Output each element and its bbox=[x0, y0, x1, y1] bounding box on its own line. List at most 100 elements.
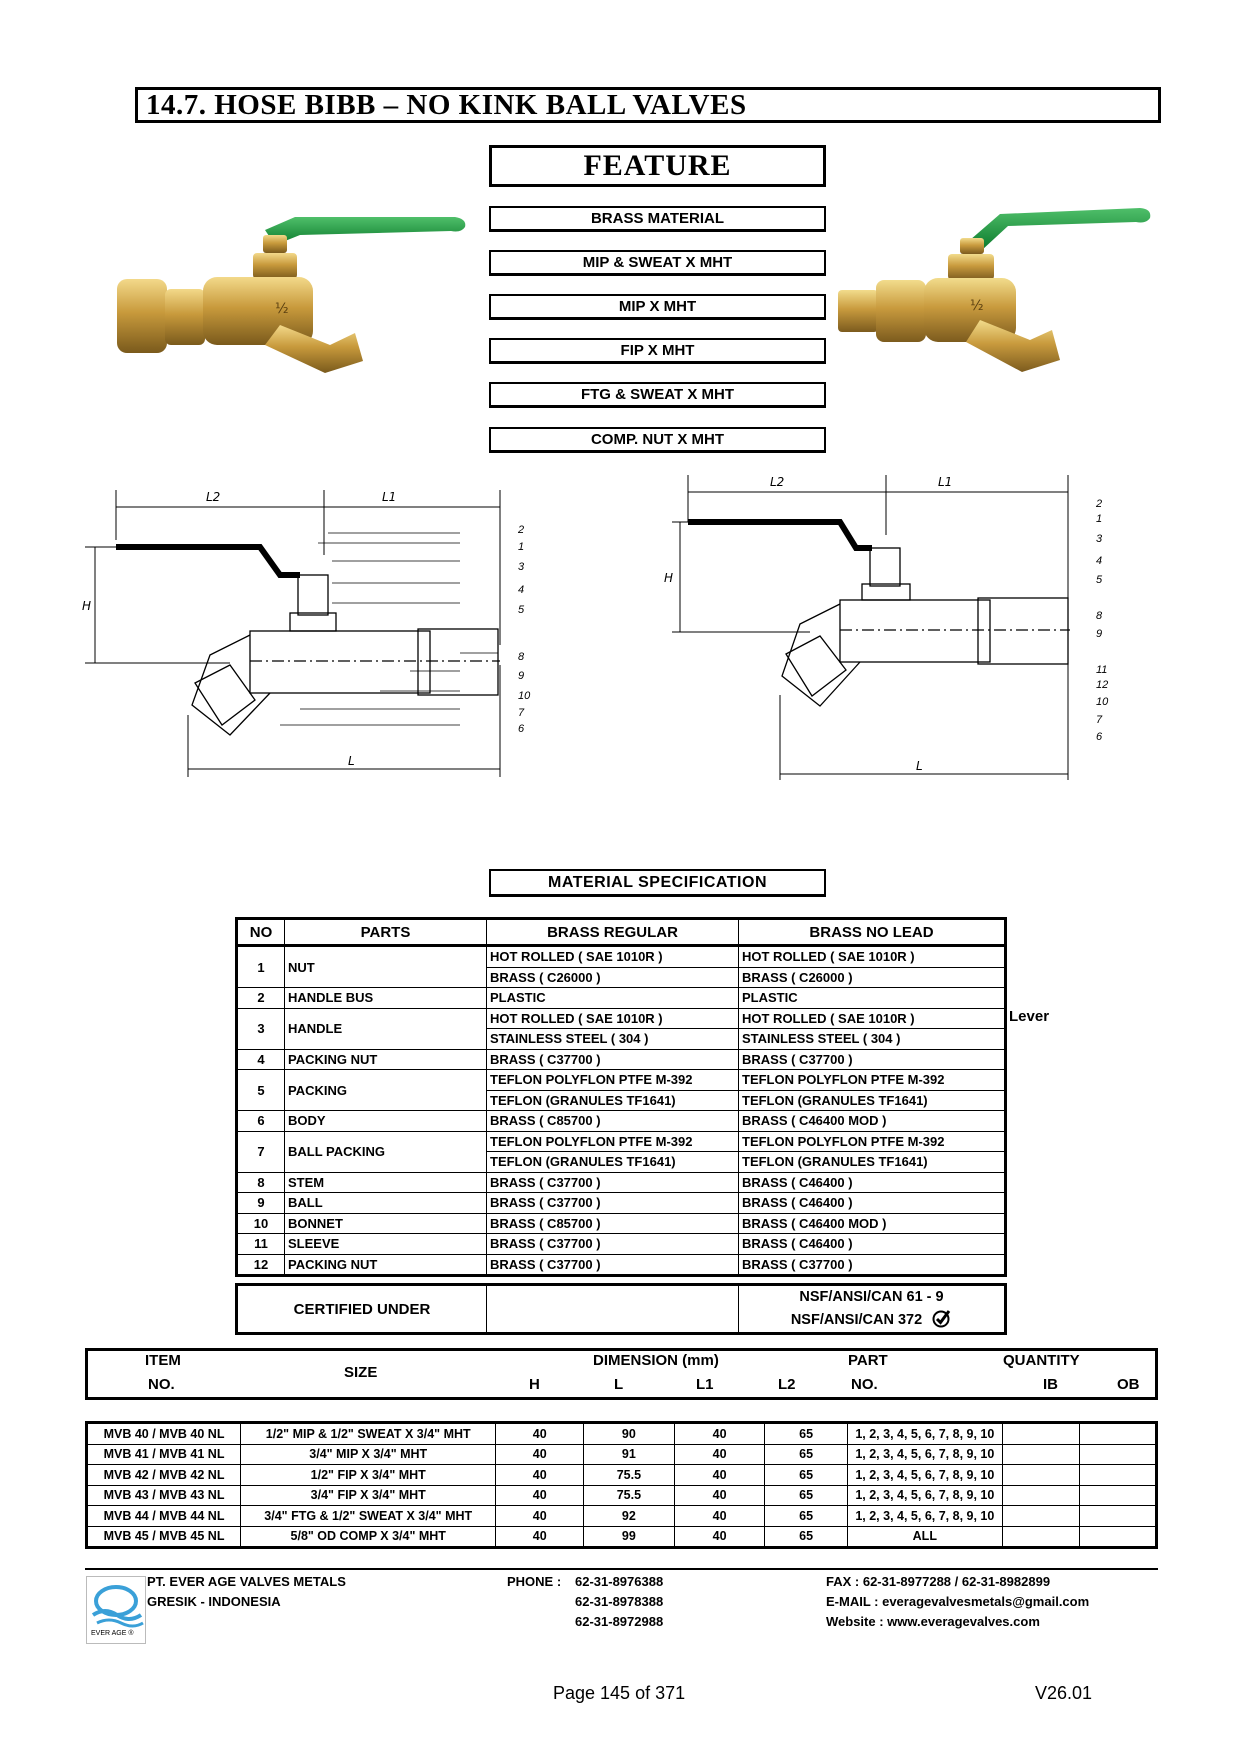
dim-label-l1: L1 bbox=[382, 490, 396, 504]
callout-number: 8 bbox=[518, 651, 525, 663]
callout-number: 10 bbox=[1096, 696, 1109, 708]
website-link[interactable]: Website : www.everagevalves.com bbox=[826, 1614, 1040, 1629]
certification-table: CERTIFIED UNDER NSF/ANSI/CAN 61 - 9 NSF/… bbox=[235, 1283, 1007, 1335]
header-ib: IB bbox=[1043, 1376, 1058, 1393]
page-title: 14.7. HOSE BIBB – NO KINK BALL VALVES bbox=[135, 87, 1161, 123]
dim-label-l: L bbox=[916, 759, 923, 773]
phone-list: 62-31-8976388 62-31-8978388 62-31-897298… bbox=[575, 1572, 663, 1632]
callout-number: 5 bbox=[1096, 574, 1103, 586]
callout-number: 7 bbox=[518, 707, 525, 719]
header-h: H bbox=[529, 1376, 540, 1393]
callout-number: 1 bbox=[1096, 513, 1103, 525]
header-l2: L2 bbox=[778, 1376, 796, 1393]
dim-label-l1: L1 bbox=[938, 475, 952, 489]
technical-drawing-right: L2 L1 H L bbox=[664, 475, 1070, 780]
header-part: PART bbox=[848, 1352, 888, 1369]
valve-photo-mip: ½ bbox=[838, 208, 1151, 372]
callout-number: 4 bbox=[1096, 555, 1103, 567]
dim-label-h: H bbox=[664, 571, 673, 585]
callout-number: 3 bbox=[1096, 533, 1103, 545]
column-header: BRASS NO LEAD bbox=[738, 918, 1006, 947]
phone-number: 62-31-8976388 bbox=[575, 1574, 664, 1589]
handle-side-note: Lever bbox=[1009, 1008, 1050, 1025]
callout-number: 12 bbox=[1096, 679, 1109, 691]
logo-text: EVER AGE ® bbox=[91, 1630, 134, 1637]
header-l1: L1 bbox=[696, 1376, 714, 1393]
callout-number: 3 bbox=[518, 561, 525, 573]
phone-label: PHONE : bbox=[507, 1574, 562, 1589]
callout-number: 1 bbox=[518, 541, 525, 553]
company-location: GRESIK - INDONESIA bbox=[147, 1594, 281, 1609]
svg-text:½: ½ bbox=[275, 301, 289, 317]
dim-label-l2: L2 bbox=[770, 475, 784, 489]
callout-number: 4 bbox=[518, 584, 525, 596]
page-number: Page 145 of 371 bbox=[553, 1683, 686, 1703]
material-spec-heading: MATERIAL SPECIFICATION bbox=[489, 869, 826, 897]
feature-item: MIP X MHT bbox=[489, 294, 826, 320]
feature-item: FTG & SWEAT X MHT bbox=[489, 382, 826, 408]
header-l: L bbox=[614, 1376, 624, 1393]
callout-number: 6 bbox=[1096, 731, 1103, 743]
feature-item: COMP. NUT X MHT bbox=[489, 427, 826, 453]
callout-number: 9 bbox=[1096, 628, 1103, 640]
company-name: PT. EVER AGE VALVES METALS bbox=[147, 1574, 346, 1589]
callout-number: 8 bbox=[1096, 610, 1103, 622]
callout-number: 9 bbox=[518, 670, 525, 682]
footer-divider bbox=[85, 1568, 1158, 1570]
email[interactable]: E-MAIL : everagevalvesmetals@gmail.com bbox=[826, 1594, 1090, 1609]
company-logo: EVER AGE ® bbox=[86, 1576, 146, 1644]
phone-number: 62-31-8978388 bbox=[575, 1594, 664, 1609]
callout-number: 7 bbox=[1096, 714, 1103, 726]
header-dimension: DIMENSION (mm) bbox=[593, 1352, 719, 1369]
fax: FAX : 62-31-8977288 / 62-31-8982899 bbox=[826, 1574, 1051, 1589]
version-label: V26.01 bbox=[1035, 1683, 1093, 1703]
certification-standard: NSF/ANSI/CAN 372 bbox=[790, 1312, 923, 1328]
dim-label-l2: L2 bbox=[206, 490, 220, 504]
column-header: BRASS REGULAR bbox=[486, 918, 739, 947]
callout-number: 2 bbox=[518, 524, 525, 536]
feature-item: FIP X MHT bbox=[489, 338, 826, 364]
header-item: ITEM bbox=[145, 1352, 181, 1369]
callout-number: 6 bbox=[518, 723, 525, 735]
contact-info: FAX : 62-31-8977288 / 62-31-8982899 E-MA… bbox=[826, 1572, 1089, 1632]
header-part-no: NO. bbox=[851, 1376, 878, 1393]
phone-number: 62-31-8972988 bbox=[575, 1614, 664, 1629]
callout-number: 11 bbox=[1096, 664, 1108, 676]
header-item-no: NO. bbox=[148, 1376, 175, 1393]
feature-item: MIP & SWEAT X MHT bbox=[489, 250, 826, 276]
svg-text:½: ½ bbox=[970, 298, 984, 314]
wave-logo-icon bbox=[91, 1585, 144, 1628]
technical-drawing-left: L2 L1 H L bbox=[82, 490, 501, 777]
feature-heading: FEATURE bbox=[489, 145, 826, 187]
dim-label-h: H bbox=[82, 599, 91, 613]
callout-number: 10 bbox=[518, 690, 531, 702]
certification-standard: NSF/ANSI/CAN 61 - 9 bbox=[799, 1289, 944, 1305]
check-seal-icon bbox=[932, 1310, 951, 1328]
valve-photo-compression: ½ bbox=[117, 217, 466, 373]
callout-number: 2 bbox=[1096, 498, 1103, 510]
callout-number: 5 bbox=[518, 604, 525, 616]
column-header: PARTS bbox=[284, 918, 487, 947]
column-header: NO bbox=[236, 918, 285, 947]
feature-item: BRASS MATERIAL bbox=[489, 206, 826, 232]
